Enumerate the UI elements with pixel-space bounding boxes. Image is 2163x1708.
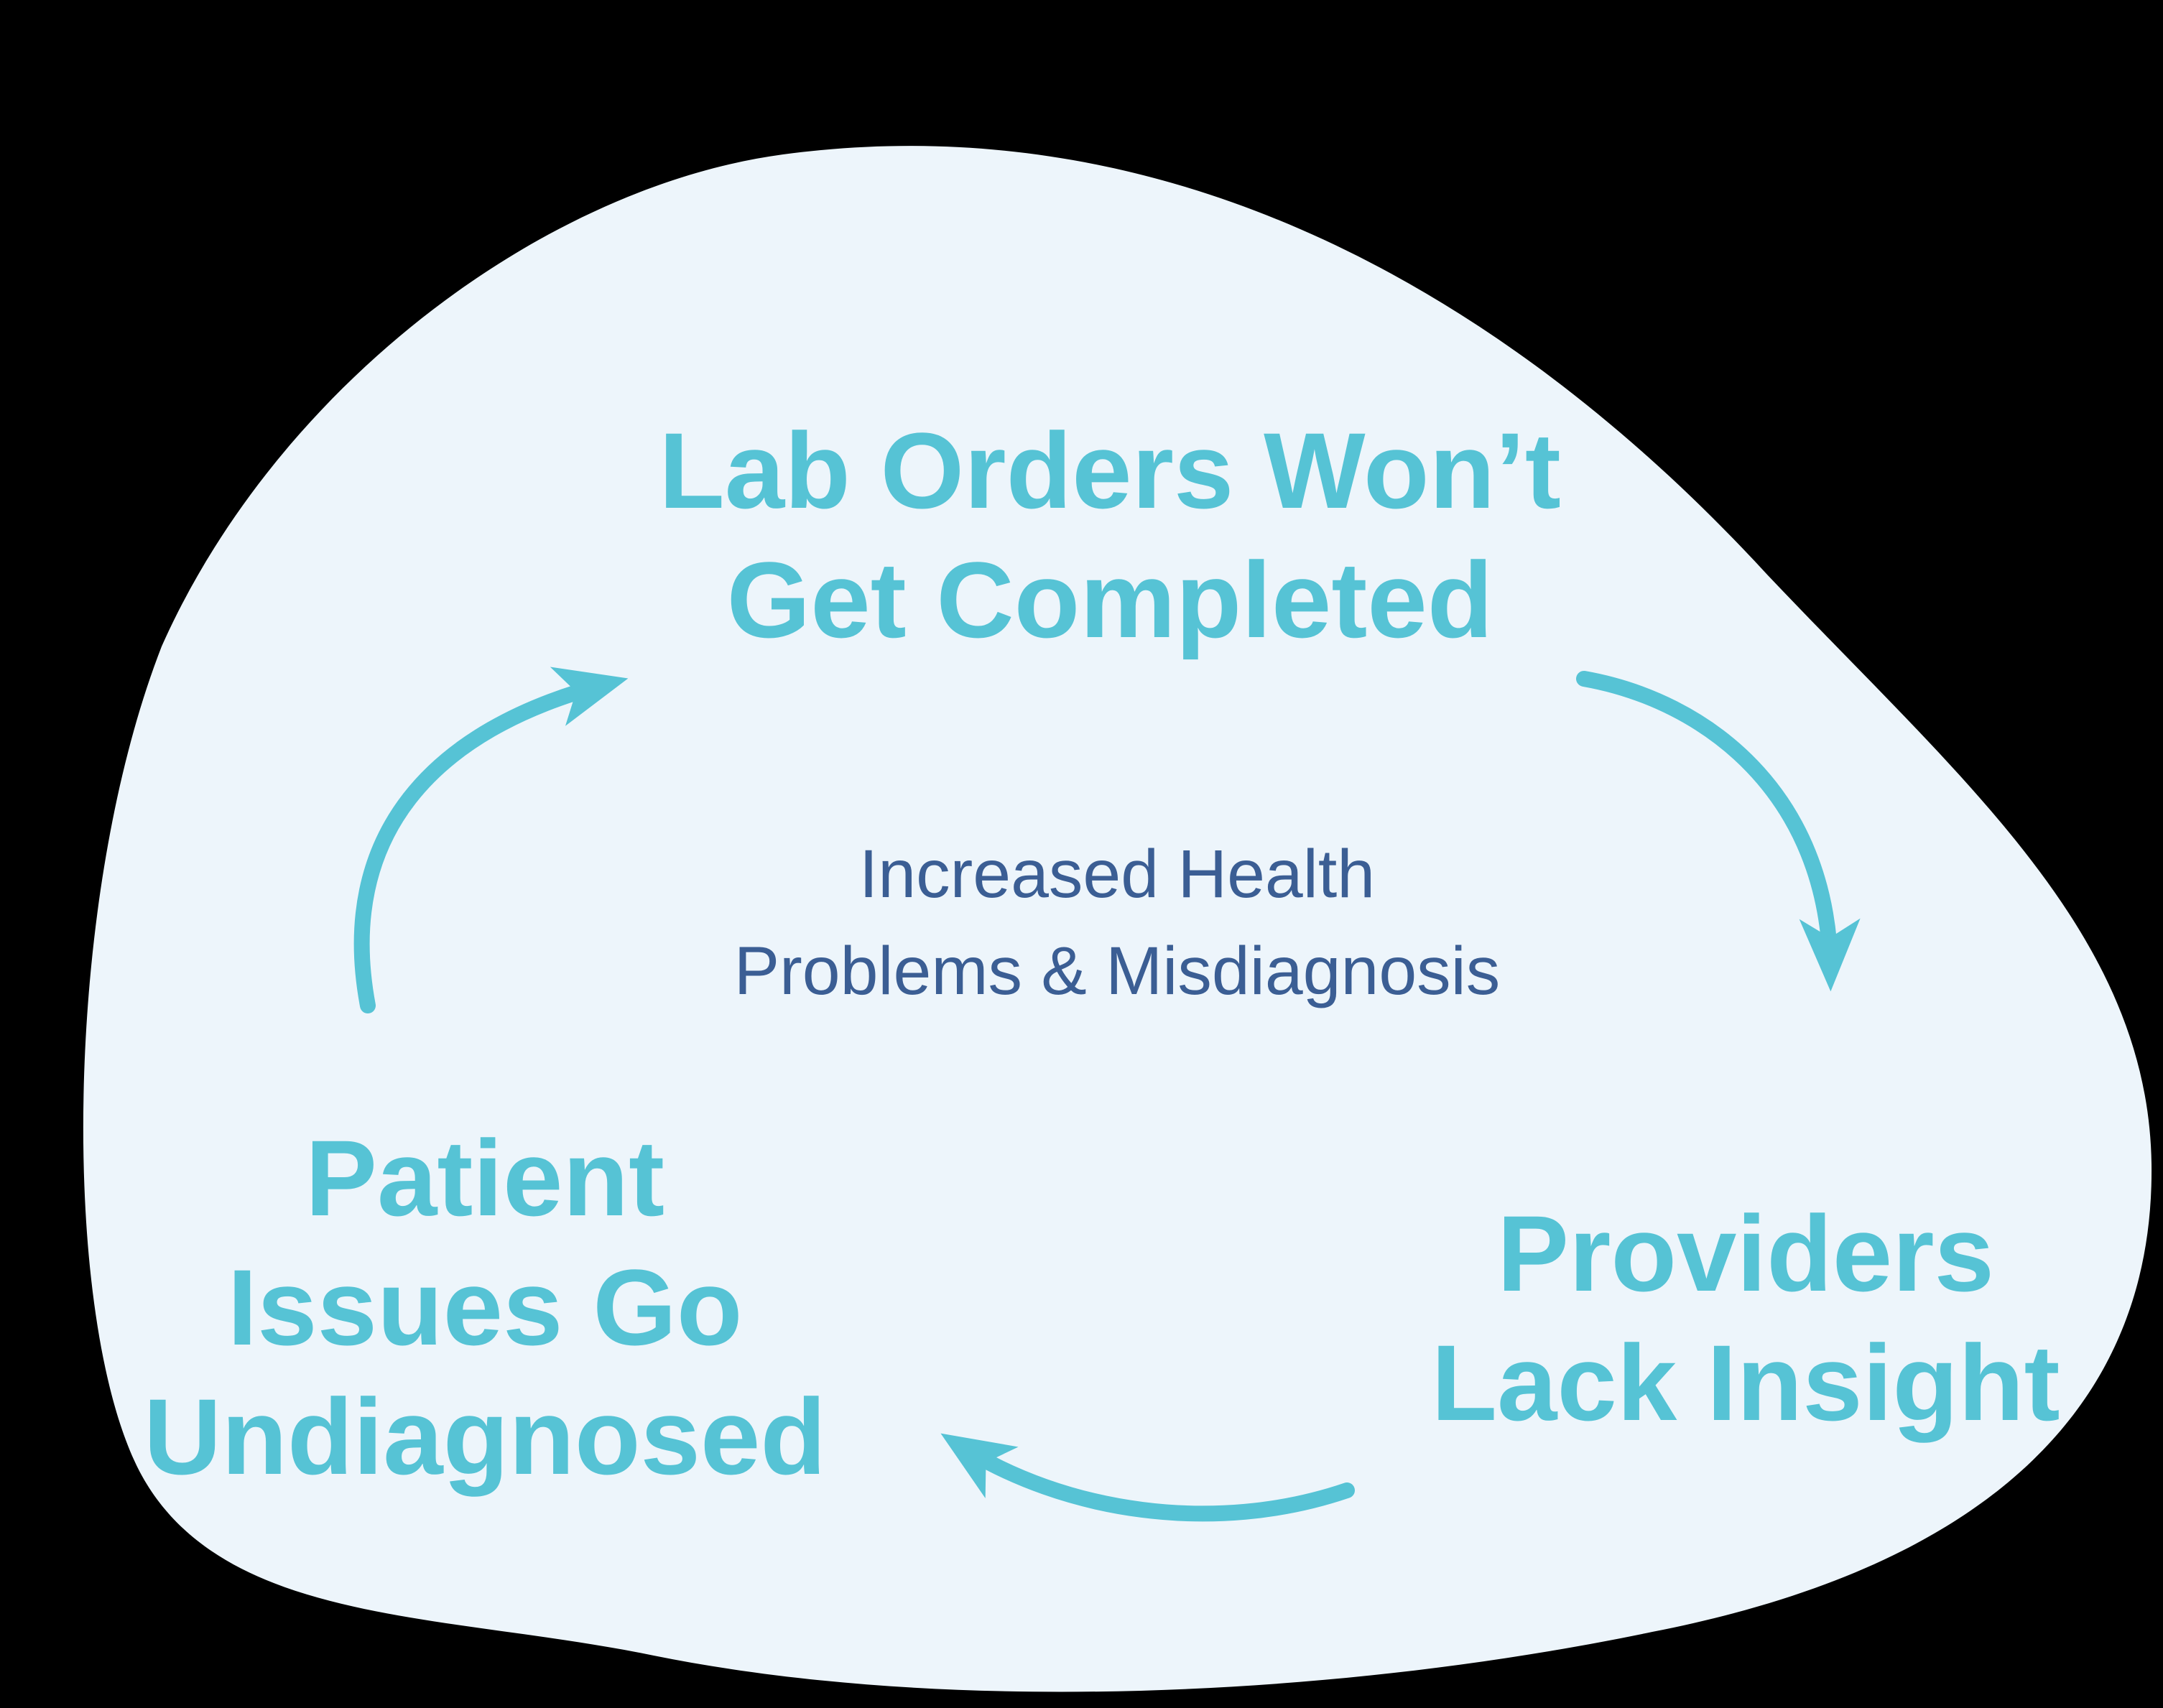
arrow-providers-to-patient-icon [940,1433,1355,1522]
center-label: Increased Health Problems & Misdiagnosis [733,836,1501,1009]
node-providers-lack-insight: Providers Lack Insight [1431,1193,2060,1443]
blob-background [83,146,2152,1692]
arrow-patient-to-lab-icon [353,667,629,1013]
node-patient-issues-undiagnosed: Patient Issues Go Undiagnosed [143,1118,827,1497]
node-lab-orders: Lab Orders Won’t Get Completed [659,410,1561,660]
arrow-lab-to-providers-icon [1576,671,1861,992]
